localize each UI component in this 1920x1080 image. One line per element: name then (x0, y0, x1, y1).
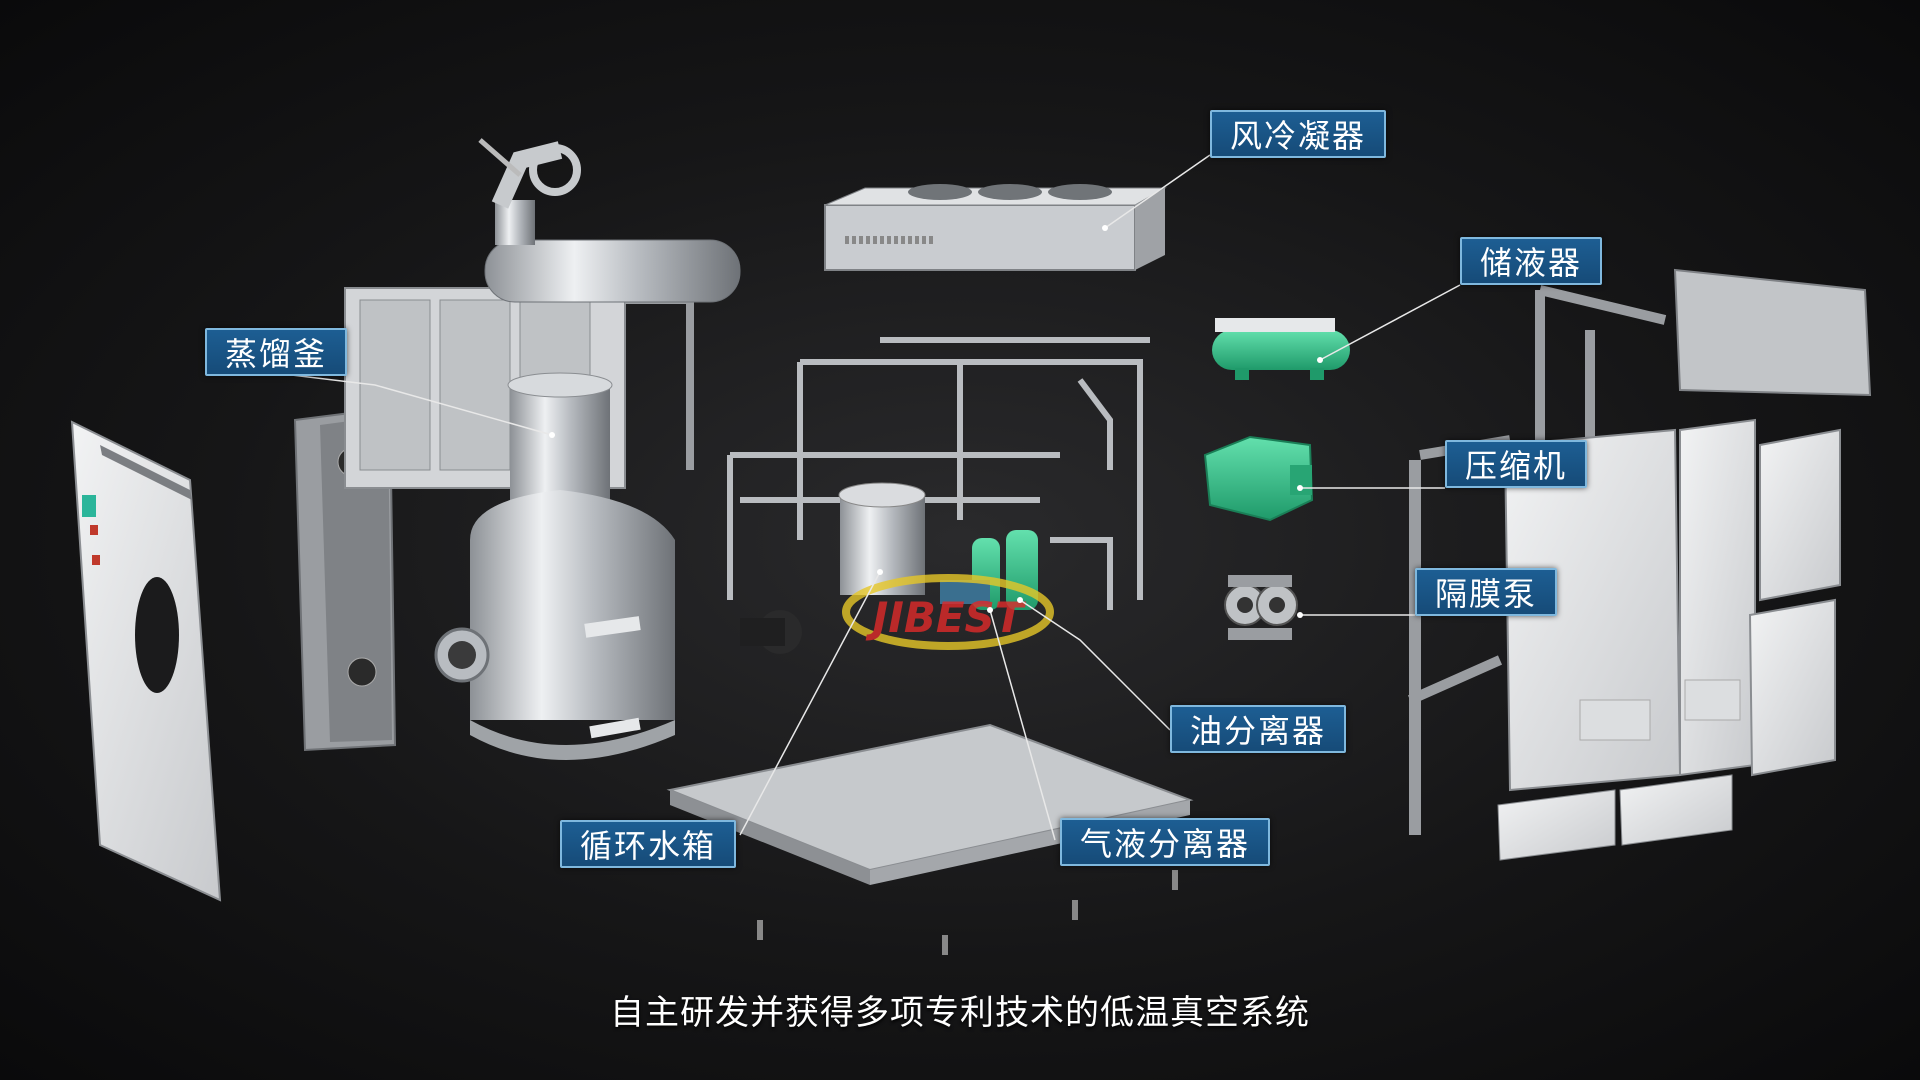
brand-logo-mark: JIBEST (842, 574, 1054, 650)
fan-side-panel (293, 406, 397, 752)
label-gas-liquid-separator: 气液分离器 (1060, 818, 1271, 866)
label-still: 蒸馏釜 (205, 328, 348, 376)
label-compressor: 压缩机 (1445, 440, 1588, 488)
air-condenser-unit (824, 184, 1167, 271)
liquid-receiver (1212, 318, 1350, 380)
still-condenser-pipe (478, 138, 741, 303)
label-receiver: 储液器 (1460, 237, 1603, 285)
video-subtitle: 自主研发并获得多项专利技术的低温真空系统 (610, 993, 1310, 1033)
label-diaphragm-pump: 隔膜泵 (1415, 568, 1558, 616)
diaphragm-pump-unit (1224, 575, 1298, 640)
distillation-still (434, 372, 675, 760)
label-air-condenser: 风冷凝器 (1210, 110, 1387, 158)
label-water-tank: 循环水箱 (560, 820, 737, 868)
central-pipe-frame (727, 337, 1150, 610)
svg-text:JIBEST: JIBEST (866, 593, 1027, 642)
compressor-unit (1203, 435, 1314, 522)
right-cabinet-frame (1407, 268, 1872, 861)
leader-lines (249, 154, 1461, 841)
leader-dots (549, 225, 1323, 618)
label-oil-separator: 油分离器 (1170, 705, 1347, 753)
left-door-panel (70, 420, 222, 902)
